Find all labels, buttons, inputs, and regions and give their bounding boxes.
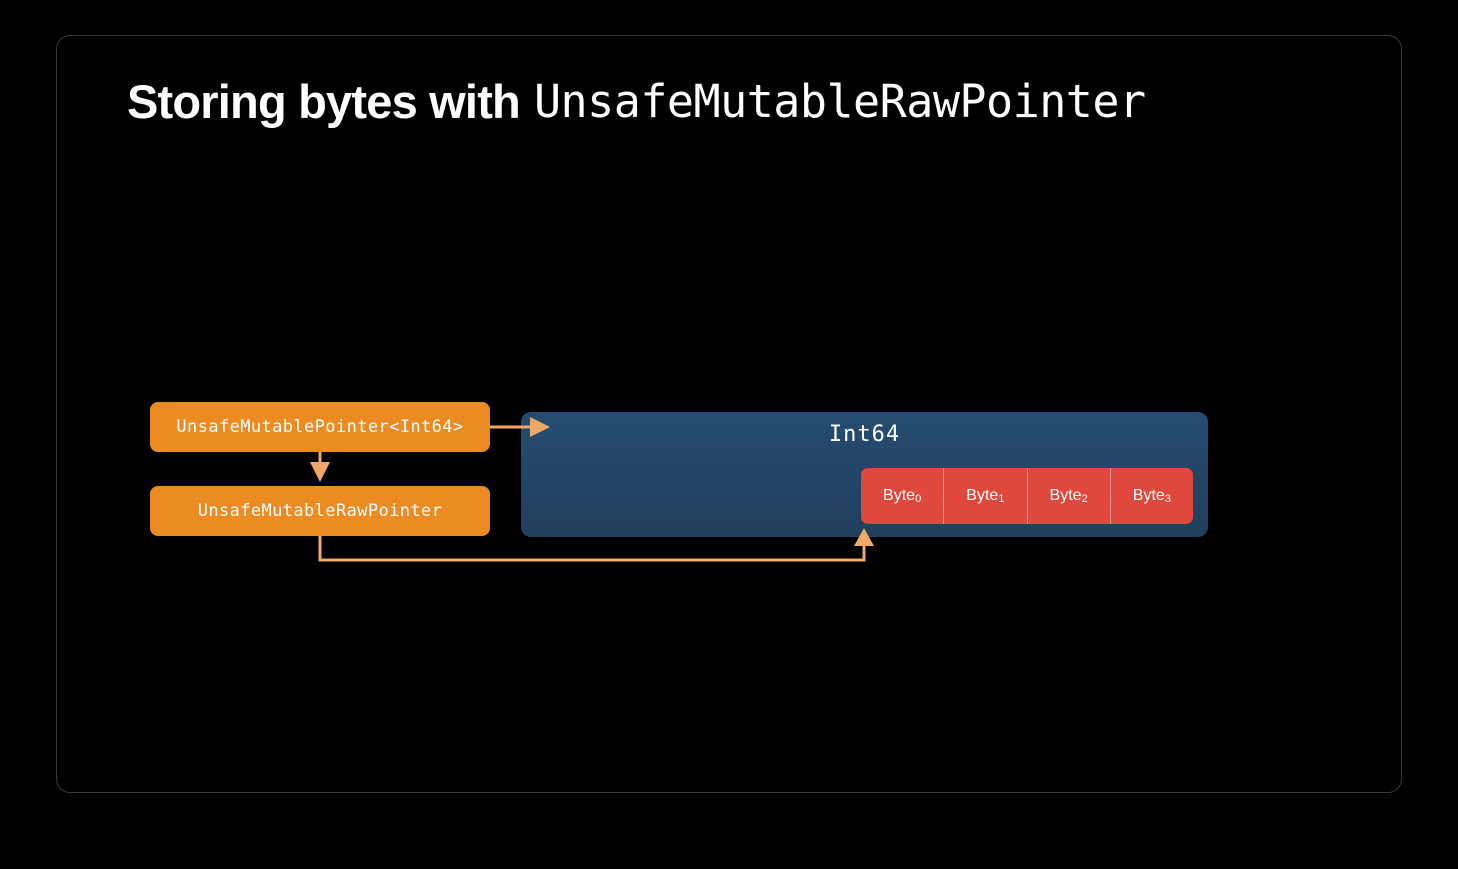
byte-cell-3-index: 3 — [1164, 493, 1171, 505]
byte-cell-0-label: Byte — [883, 487, 916, 504]
page-title-prefix: Storing bytes with — [127, 74, 521, 128]
byte-cell-2-label: Byte — [1049, 487, 1082, 504]
page-title: Storing bytes with UnsafeMutableRawPoint… — [127, 68, 1146, 134]
typed-pointer-label: UnsafeMutablePointer<Int64> — [176, 417, 464, 437]
raw-pointer-label: UnsafeMutableRawPointer — [197, 501, 443, 521]
byte-cell-3-label: Byte — [1132, 487, 1165, 504]
arrow-typed-pointer-to-raw-pointer — [310, 452, 330, 482]
typed-pointer-box: UnsafeMutablePointer<Int64> — [150, 402, 490, 452]
int64-label: Int64 — [828, 422, 901, 447]
byte-cell-1-index: 1 — [998, 493, 1005, 505]
page-title-code: UnsafeMutableRawPointer — [533, 74, 1146, 128]
byte-cell-0-index: 0 — [915, 493, 922, 505]
byte-cell-1-label: Byte — [966, 487, 999, 504]
raw-pointer-box: UnsafeMutableRawPointer — [150, 486, 490, 536]
byte-cell-2-index: 2 — [1081, 493, 1088, 505]
